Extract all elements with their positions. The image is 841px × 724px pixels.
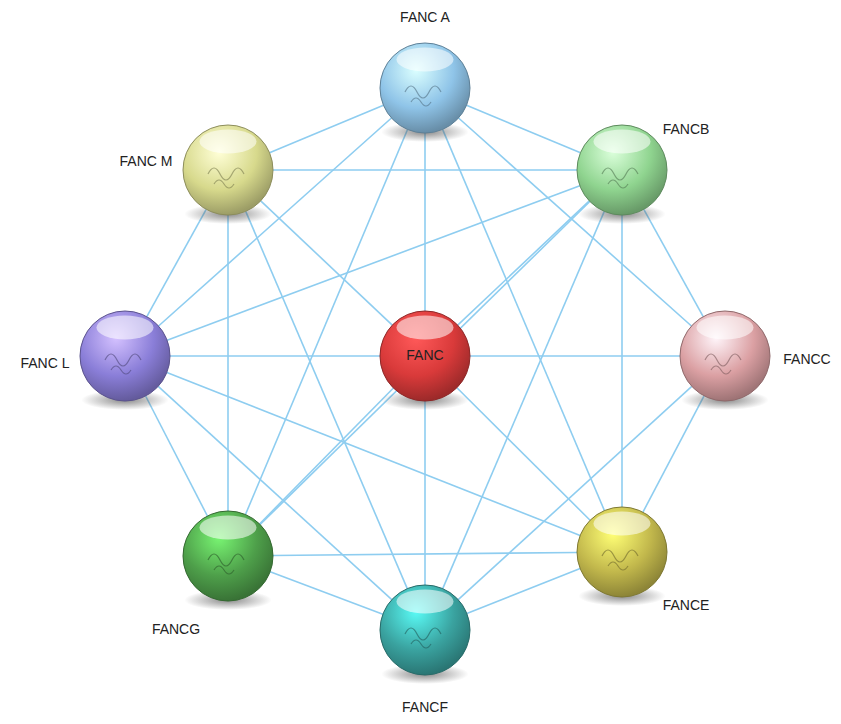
interaction-line (273, 169, 577, 171)
node-label: FANC M (120, 154, 173, 169)
node-label: FANCG (152, 622, 200, 637)
protein-sphere (182, 510, 274, 602)
interaction-line (458, 201, 590, 325)
interaction-line (146, 396, 208, 516)
interaction-line (644, 209, 703, 316)
interaction-line (270, 572, 383, 614)
interaction-line (260, 388, 394, 524)
protein-node: FANCC (679, 310, 771, 402)
protein-sphere (182, 124, 274, 216)
node-label: FANCF (402, 700, 448, 715)
interaction-line (457, 388, 590, 521)
interaction-line (424, 401, 426, 585)
node-label: FANC (406, 348, 443, 363)
protein-sphere (576, 506, 668, 598)
interaction-line (260, 201, 590, 524)
node-label: FANC A (400, 10, 450, 25)
interaction-line (227, 215, 229, 511)
protein-node: FANCG (182, 510, 274, 602)
interaction-line (458, 386, 692, 599)
protein-node: FANC M (182, 124, 274, 216)
node-label: FANC L (20, 356, 69, 371)
interaction-line (424, 133, 426, 311)
protein-node: FANC A (379, 42, 471, 134)
node-label: FANCE (663, 598, 710, 613)
interaction-line (159, 118, 392, 326)
protein-node: FANCB (576, 124, 668, 216)
protein-sphere (379, 584, 471, 676)
node-label: FANCB (663, 122, 710, 137)
protein-sphere (679, 310, 771, 402)
interaction-line (147, 209, 206, 316)
interaction-line (273, 552, 577, 555)
protein-sphere (379, 42, 471, 134)
protein-sphere (79, 310, 171, 402)
interaction-line (467, 105, 581, 152)
node-label: FANCC (783, 352, 830, 367)
interaction-line (467, 569, 580, 614)
protein-sphere (576, 124, 668, 216)
interaction-line (470, 355, 680, 357)
protein-node: FANC L (79, 310, 171, 402)
interaction-line (621, 215, 623, 507)
interaction-line (270, 105, 384, 152)
protein-node: FANCF (379, 584, 471, 676)
interaction-line (170, 355, 380, 357)
interaction-line (643, 396, 704, 512)
protein-node: FANC (379, 310, 471, 402)
protein-node: FANCE (576, 506, 668, 598)
